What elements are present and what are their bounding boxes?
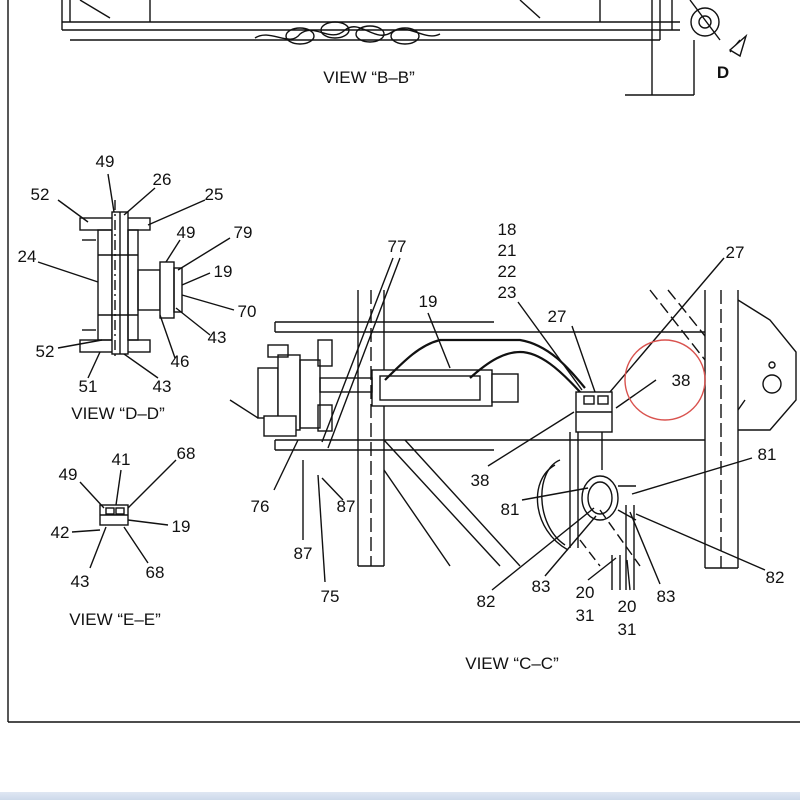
callout-label: 43 xyxy=(71,572,90,591)
callout-label: 46 xyxy=(171,352,190,371)
callout-label: 25 xyxy=(205,185,224,204)
callout-label: 43 xyxy=(208,328,227,347)
callout-label: 31 xyxy=(576,606,595,625)
callout-label: 23 xyxy=(498,283,517,302)
view-dd-callouts: 49 26 25 52 49 79 24 19 70 43 52 46 51 4… xyxy=(18,152,257,396)
callout-label: 82 xyxy=(477,592,496,611)
callout-label: 77 xyxy=(388,237,407,256)
callout-label: 68 xyxy=(177,444,196,463)
callout-label: 83 xyxy=(532,577,551,596)
highlight-circle-38 xyxy=(624,339,706,421)
bottom-scroll-strip[interactable] xyxy=(0,792,800,800)
callout-label: 82 xyxy=(766,568,785,587)
view-cc-title: VIEW “C–C” xyxy=(465,654,559,673)
callout-label: 49 xyxy=(96,152,115,171)
callout-label: 83 xyxy=(657,587,676,606)
callout-label: 52 xyxy=(31,185,50,204)
callout-label: 20 xyxy=(618,597,637,616)
callout-label: 43 xyxy=(153,377,172,396)
callout-label: 20 xyxy=(576,583,595,602)
callout-label: 24 xyxy=(18,247,37,266)
view-cc-callouts: 77 19 18 21 22 23 27 27 38 38 81 76 87 8… xyxy=(251,220,785,639)
callout-label: 19 xyxy=(172,517,191,536)
view-dd-drawing xyxy=(37,173,235,379)
callout-label: 75 xyxy=(321,587,340,606)
view-dd-title: VIEW “D–D” xyxy=(71,404,165,423)
callout-label: 52 xyxy=(36,342,55,361)
callout-label: 41 xyxy=(112,450,131,469)
view-ee-title: VIEW “E–E” xyxy=(69,610,161,629)
view-bb-title: VIEW “B–B” xyxy=(323,68,415,87)
callout-label: 79 xyxy=(234,223,253,242)
callout-label: 26 xyxy=(153,170,172,189)
view-ee-callouts: 41 68 49 19 42 43 68 xyxy=(51,444,196,591)
section-marker-d: D xyxy=(717,63,729,82)
callout-label: 18 xyxy=(498,220,517,239)
callout-label: 81 xyxy=(501,500,520,519)
callout-label: 49 xyxy=(59,465,78,484)
callout-label: 38 xyxy=(471,471,490,490)
callout-label: 19 xyxy=(214,262,233,281)
view-ee-drawing xyxy=(71,459,177,569)
callout-label: 38 xyxy=(672,371,691,390)
callout-label: 31 xyxy=(618,620,637,639)
callout-label: 76 xyxy=(251,497,270,516)
callout-label: 27 xyxy=(726,243,745,262)
callout-label: 68 xyxy=(146,563,165,582)
callout-label: 19 xyxy=(419,292,438,311)
callout-label: 87 xyxy=(337,497,356,516)
callout-label: 49 xyxy=(177,223,196,242)
callout-label: 27 xyxy=(548,307,567,326)
view-cc-drawing xyxy=(229,257,797,591)
callout-label: 70 xyxy=(238,302,257,321)
callout-label: 22 xyxy=(498,262,517,281)
callout-label: 42 xyxy=(51,523,70,542)
view-bb-drawing xyxy=(7,0,748,722)
callout-label: 81 xyxy=(758,445,777,464)
callout-label: 51 xyxy=(79,377,98,396)
callout-label: 87 xyxy=(294,544,313,563)
callout-label: 21 xyxy=(498,241,517,260)
